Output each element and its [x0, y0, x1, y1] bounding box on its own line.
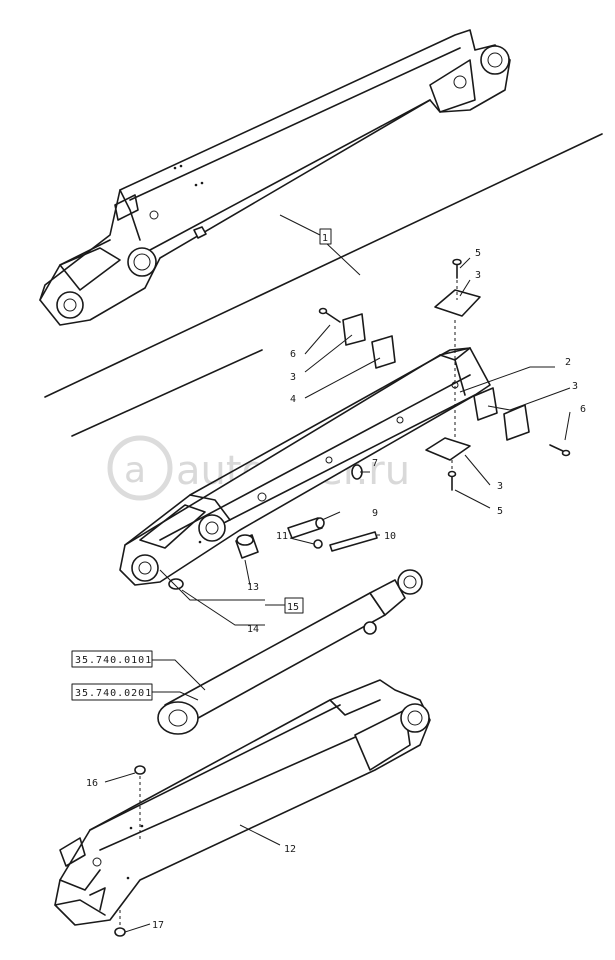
hydraulic-cylinder — [157, 569, 423, 735]
wear-pad-top — [434, 289, 481, 317]
callout-6-left: 6 — [290, 349, 296, 360]
reference-boxes: 35.740.0101 35.740.0201 — [71, 650, 153, 701]
callout-5-top: 5 — [475, 248, 481, 259]
reference-box-2 — [71, 683, 153, 701]
reference-box-1 — [71, 650, 153, 668]
callout-17: 17 — [152, 920, 164, 931]
screw-side — [324, 311, 341, 323]
separator-line-lower — [71, 349, 263, 437]
grease-nipple-16 — [134, 765, 146, 775]
callout-12: 12 — [284, 844, 296, 855]
callout-labels: 1 2 3 3 3 3 4 5 5 6 6 7 9 10 11 12 13 14… — [86, 228, 586, 931]
reference-text-2: 35.740.0201 — [75, 688, 152, 699]
outer-boom-assembly — [54, 679, 431, 937]
wear-pad-right-2 — [503, 404, 530, 441]
callout-3-bottom: 3 — [497, 481, 503, 492]
wear-pads — [318, 258, 571, 491]
callout-5-bottom: 5 — [497, 506, 503, 517]
callout-4: 4 — [290, 394, 296, 405]
grease-nipple-17 — [114, 927, 126, 937]
callout-2: 2 — [565, 357, 571, 368]
reference-text-1: 35.740.0101 — [75, 655, 152, 666]
wear-pad-side-lower — [371, 335, 396, 369]
wear-pad-side-upper — [342, 313, 366, 346]
clip-11 — [313, 539, 323, 549]
leader-lines — [104, 214, 571, 933]
callout-10: 10 — [384, 531, 396, 542]
callout-3-right: 3 — [572, 381, 578, 392]
callout-6-right: 6 — [580, 404, 586, 415]
callout-14: 14 — [247, 624, 259, 635]
separator-line-upper — [44, 133, 603, 398]
callout-7: 7 — [372, 458, 378, 469]
pin-10 — [329, 531, 378, 552]
callout-3-left: 3 — [290, 372, 296, 383]
callout-3-top: 3 — [475, 270, 481, 281]
svg-text:a: a — [124, 450, 146, 491]
callout-11: 11 — [276, 531, 288, 542]
pins-and-bushings — [168, 464, 378, 590]
bushing-14 — [168, 578, 184, 590]
wear-pad-bottom — [425, 437, 471, 461]
callout-15: 15 — [287, 602, 299, 613]
callout-13: 13 — [247, 582, 259, 593]
callout-1: 1 — [322, 233, 328, 244]
callout-9: 9 — [372, 508, 378, 519]
callout-16: 16 — [86, 778, 98, 789]
top-boom-assembly — [39, 29, 511, 326]
wear-pad-right-1 — [473, 387, 498, 421]
